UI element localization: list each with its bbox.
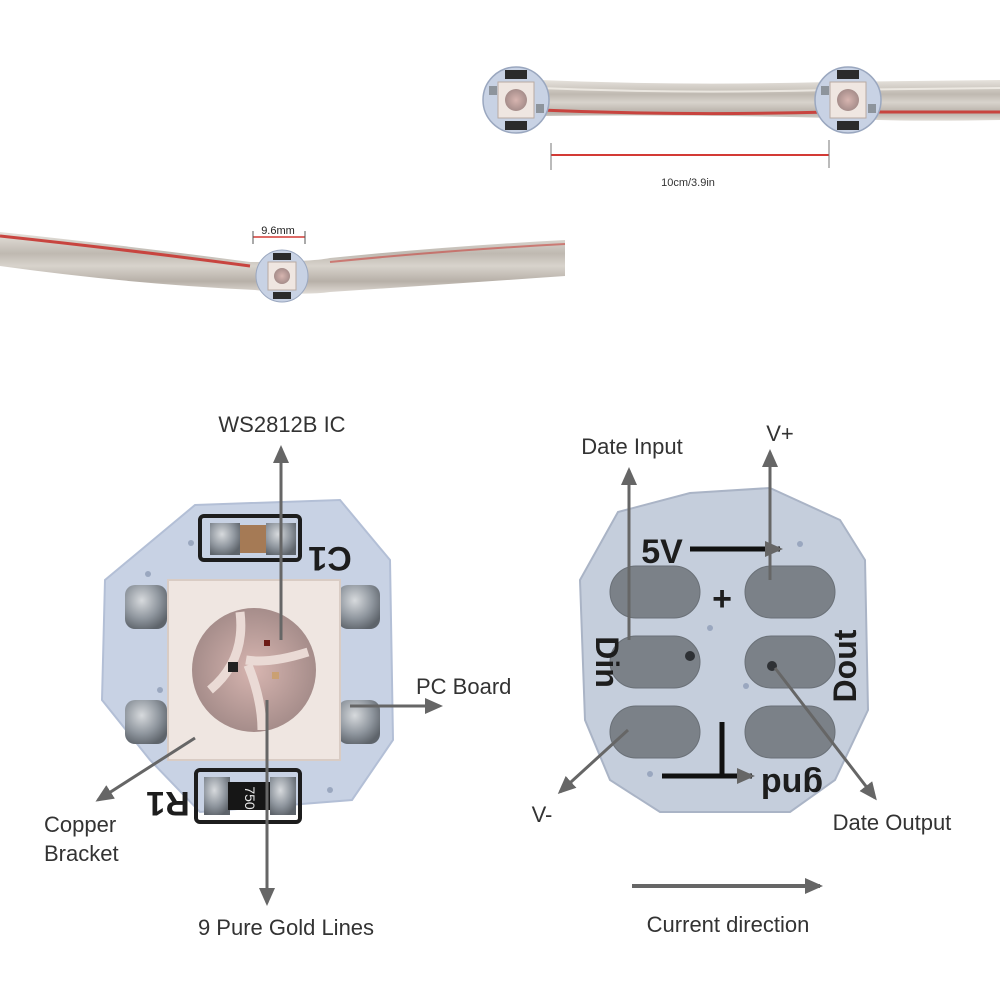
pad-5v-out [744,565,836,619]
pad-dout [744,635,836,689]
width-label: 9.6mm [261,225,295,237]
back-view-arrows [557,449,877,894]
pad-gnd-out [744,705,836,759]
resistor-outline [194,768,302,824]
copper-bracket-bl [125,700,167,744]
pad-gnd-in [609,705,701,759]
label-copper-bracket: Copper Bracket [44,812,119,866]
silk-r1: R1 [146,784,189,822]
arrow-data-output [773,667,877,801]
photo-strip-top [482,66,1000,170]
silk-din: Din [589,636,625,688]
silk-plus: + [712,580,732,618]
silk-5v: 5V [641,533,683,571]
silk-c1: C1 [308,539,351,577]
label-pc-board: PC Board [416,674,511,699]
copper-bracket-br [338,700,380,744]
label-current-direction: Current direction [647,912,810,937]
ic-chip [228,662,238,672]
pad-5v-in [609,565,701,619]
front-view-board [100,498,395,824]
capacitor-pad [210,523,240,555]
label-data-input: Date Input [581,434,683,459]
label-v-plus: V+ [766,421,794,446]
led-pixel-single [255,249,309,303]
resistor-r1 [228,782,272,810]
capacitor-outline [198,514,302,562]
arrow-v-minus [557,728,630,795]
label-gold-lines: 9 Pure Gold Lines [198,915,374,940]
capacitor-c1 [240,525,270,553]
label-ws2812b-ic: WS2812B IC [218,412,345,437]
led-pixel-right [814,66,882,134]
front-view-arrows [95,445,443,906]
label-v-minus: V- [532,802,553,827]
silk-gnd: gnd [761,766,823,804]
photo-strip-single [0,231,566,303]
lead-frame [207,611,310,731]
led-pixel-left [482,66,550,134]
label-data-output: Date Output [833,810,952,835]
width-dimension [252,231,306,244]
silk-dout: Dout [827,629,863,702]
resistor-value: 750 [242,786,258,810]
arrow-copper-bracket [95,736,196,802]
spacing-dimension [550,140,830,170]
spacing-label: 10cm/3.9in [661,177,715,189]
red-wire [539,108,1000,116]
copper-bracket-tr [338,585,380,629]
pad-din [609,635,701,689]
copper-bracket-tl [125,585,167,629]
